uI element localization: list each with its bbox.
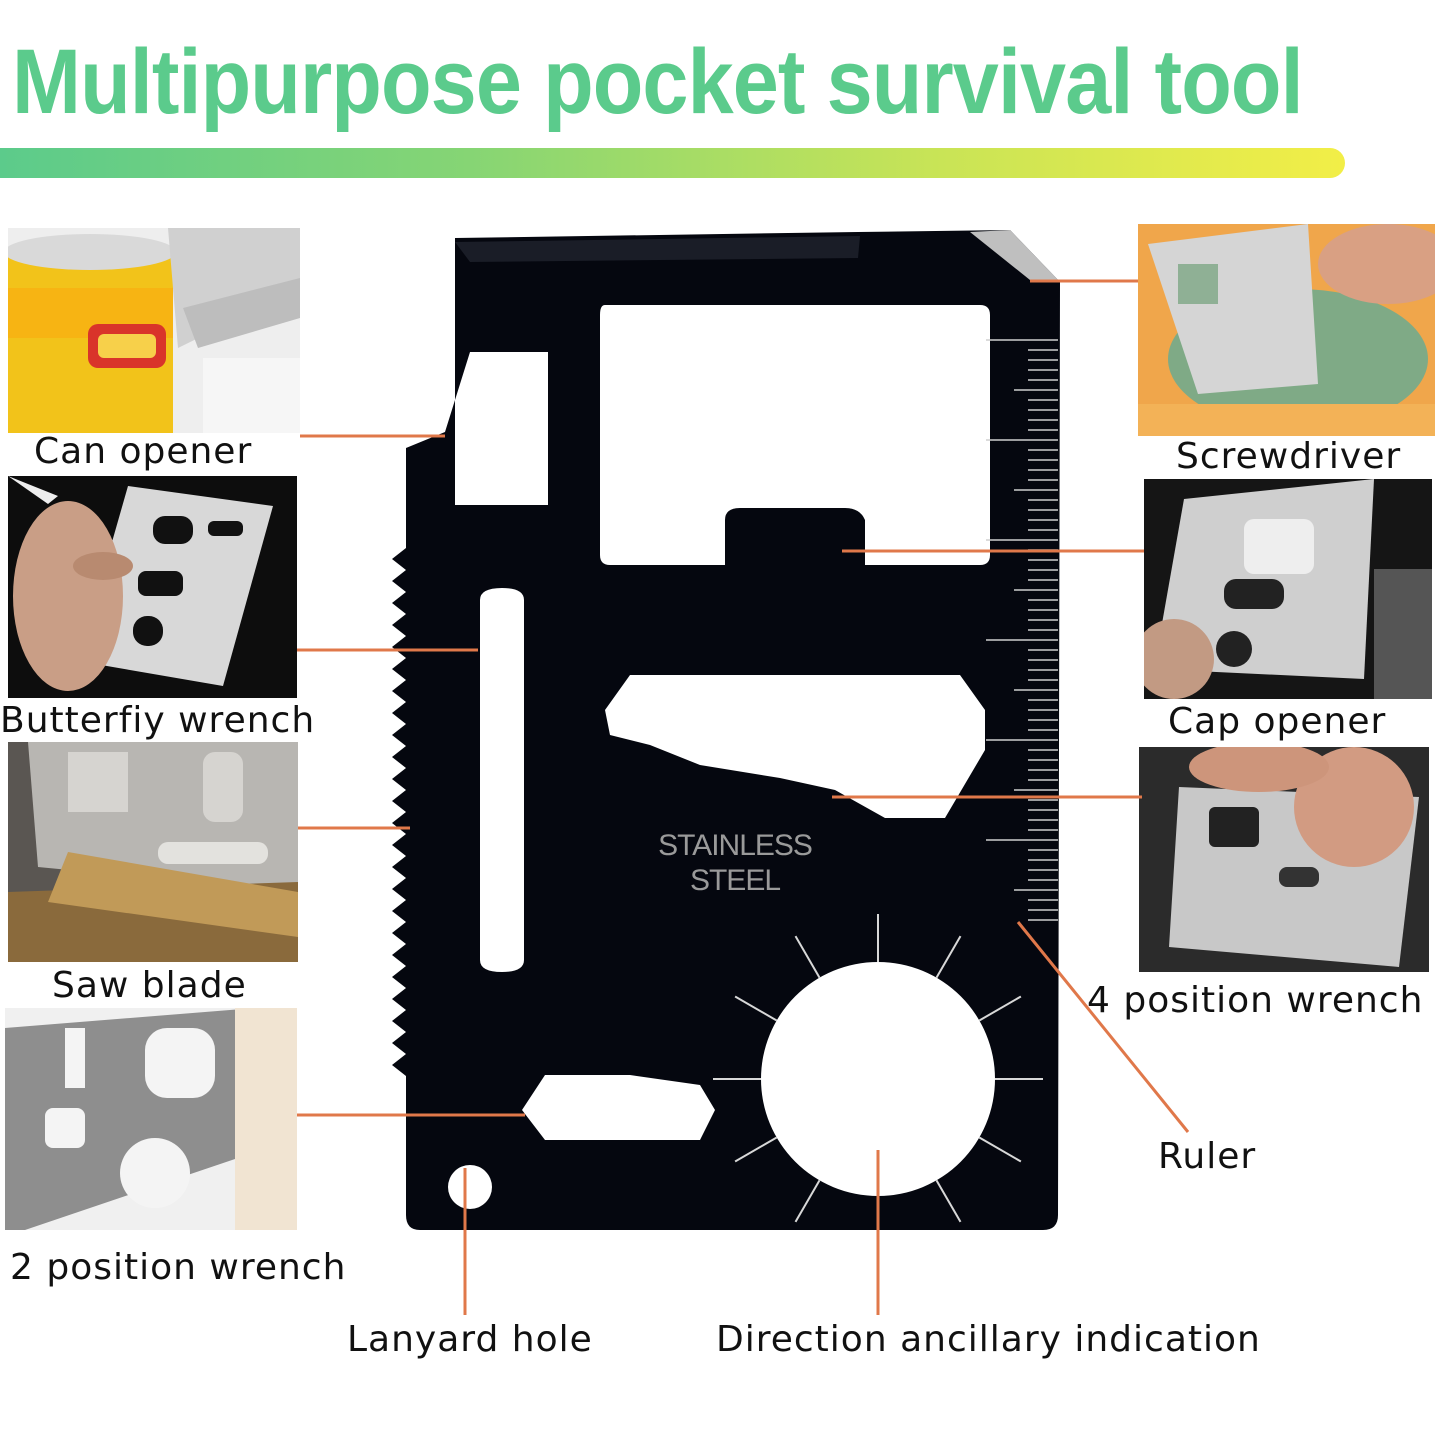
leader-lines [297, 279, 1190, 1315]
page-title: Multipurpose pocket survival tool [12, 31, 1304, 133]
compass-tick [978, 1136, 1022, 1163]
label-two-position-wrench: 2 position wrench [10, 1247, 347, 1288]
label-direction-indication: Direction ancillary indication [716, 1319, 1261, 1360]
compass-tick [935, 935, 962, 979]
two-position-wrench-photo-icon [5, 1008, 297, 1230]
saw-tooth-row [392, 548, 406, 1076]
can-opener-photo-icon [8, 228, 300, 433]
label-butterfly-wrench: Butterfiy wrench [0, 700, 316, 741]
label-can-opener: Can opener [34, 431, 253, 472]
compass-tick [794, 1179, 821, 1223]
title-underline-bar [0, 148, 1345, 178]
saw-blade-photo-icon [8, 742, 298, 962]
card-top-bevel [455, 236, 860, 262]
screwdriver-bevel [970, 230, 1060, 282]
screwdriver-photo-icon [1138, 224, 1435, 436]
label-lanyard-hole: Lanyard hole [347, 1319, 593, 1360]
butterfly-wrench-photo-icon [8, 476, 297, 698]
compass-tick [734, 1136, 778, 1163]
compass-tick [935, 1179, 962, 1223]
card-stamp-line-2: STEEL [690, 864, 780, 897]
compass-tick [794, 935, 821, 979]
survival-card [406, 230, 1060, 1230]
four-position-wrench-photo-icon [1139, 747, 1429, 972]
cap-opener-photo-icon [1144, 479, 1432, 699]
label-saw-blade: Saw blade [52, 965, 247, 1006]
ruler-ticks [986, 339, 1058, 921]
label-ruler: Ruler [1158, 1136, 1257, 1177]
leader-ruler [1016, 921, 1190, 1133]
saw-teeth [392, 548, 406, 1076]
compass-tick [978, 995, 1022, 1022]
label-cap-opener: Cap opener [1168, 701, 1387, 742]
compass-tick [734, 995, 778, 1022]
label-four-position-wrench: 4 position wrench [1087, 980, 1424, 1021]
label-screwdriver: Screwdriver [1176, 436, 1402, 477]
card-stamp-line-1: STAINLESS [658, 829, 812, 862]
